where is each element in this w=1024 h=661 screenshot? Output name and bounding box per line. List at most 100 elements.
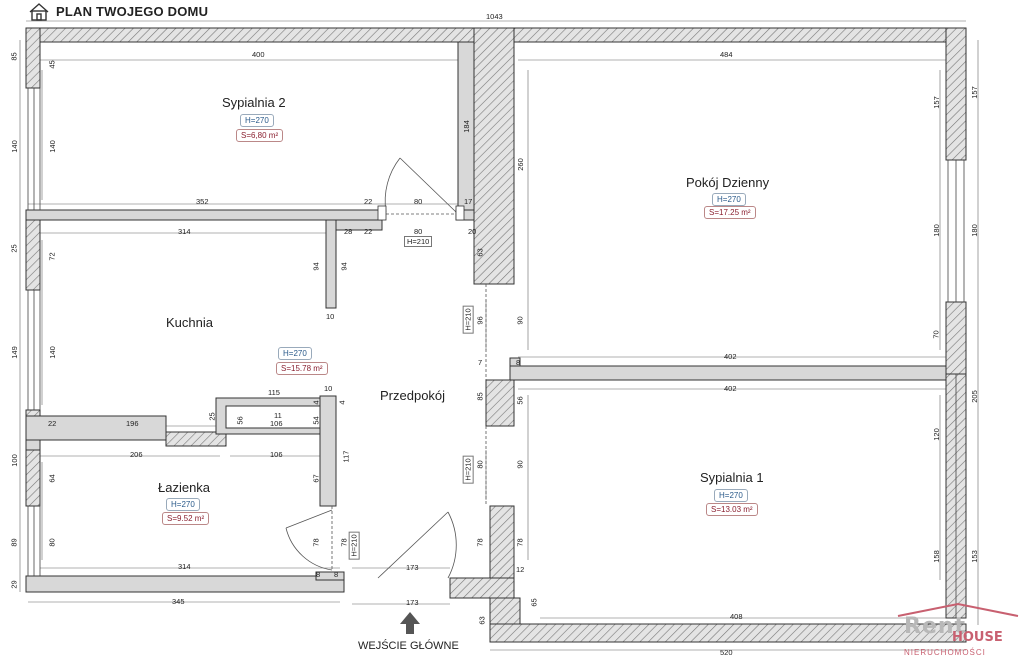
dim-17: 17 bbox=[464, 197, 473, 206]
room-sypialnia-1: Sypialnia 1 bbox=[700, 470, 764, 485]
dim-l140b: 140 bbox=[47, 140, 57, 153]
dim-l29: 29 bbox=[9, 580, 19, 589]
room-pokoj-dzienny: Pokój Dzienny bbox=[686, 175, 770, 190]
dim-w78b: 78 bbox=[339, 538, 349, 547]
dim-c78a: 78 bbox=[475, 538, 485, 547]
dim-l196: 196 bbox=[126, 419, 139, 428]
dim-k94b: 94 bbox=[339, 262, 349, 271]
door-height-4: H=210 bbox=[348, 531, 360, 560]
dim-l80: 80 bbox=[47, 538, 57, 547]
dim-w4a: 4 bbox=[311, 400, 321, 405]
doors bbox=[285, 157, 487, 579]
room-przedpokoj: Przedpokój bbox=[380, 388, 446, 403]
dim-28: 28 bbox=[344, 227, 353, 236]
dim-22a: 22 bbox=[364, 197, 373, 206]
logo-main-text: Rent bbox=[904, 614, 967, 639]
dim-w117: 117 bbox=[341, 450, 351, 463]
dim-lz-11: 11 bbox=[274, 411, 282, 420]
room-lazienka: Łazienka bbox=[158, 480, 211, 495]
dim-l22: 22 bbox=[48, 419, 57, 428]
dim-k10: 10 bbox=[326, 312, 335, 321]
dim-20: 20 bbox=[468, 227, 477, 236]
dim-l85: 85 bbox=[9, 52, 19, 61]
dim-l25: 25 bbox=[9, 244, 19, 253]
room-sypialnia-1-height: H=270 bbox=[714, 489, 748, 502]
dim-r153: 153 bbox=[969, 550, 979, 563]
room-kuchnia-area: S=15.78 m² bbox=[276, 362, 328, 375]
dim-r157b: 157 bbox=[969, 86, 979, 99]
dim-c78b: 78 bbox=[515, 538, 525, 547]
dim-c96: 96 bbox=[475, 316, 485, 325]
door-height-2: H=210 bbox=[462, 305, 474, 334]
room-pokoj-area: S=17.25 m² bbox=[704, 206, 756, 219]
company-logo: Rent HOUSE NIERUCHOMOŚCI bbox=[896, 606, 1020, 660]
dim-s2-width: 400 bbox=[252, 50, 265, 59]
room-kuchnia-height: H=270 bbox=[278, 347, 312, 360]
dim-w54: 54 bbox=[311, 416, 321, 425]
room-kuchnia: Kuchnia bbox=[166, 315, 213, 330]
room-sypialnia-2-height: H=270 bbox=[240, 114, 274, 127]
dim-c90a: 90 bbox=[515, 316, 525, 325]
door-height-3: H=210 bbox=[462, 455, 474, 484]
dim-c8: 8 bbox=[516, 358, 521, 367]
dim-s1-402: 402 bbox=[724, 384, 737, 393]
dim-c63: 63 bbox=[475, 248, 485, 257]
door-height-1: H=210 bbox=[404, 236, 433, 247]
dim-w78a: 78 bbox=[311, 538, 321, 547]
dim-r70: 70 bbox=[931, 330, 941, 339]
room-lazienka-area: S=9.52 m² bbox=[162, 512, 210, 525]
dim-c56: 56 bbox=[515, 396, 525, 405]
dim-l140a: 140 bbox=[9, 140, 19, 153]
dim-w25: 25 bbox=[207, 412, 217, 421]
dim-l314: 314 bbox=[178, 562, 191, 571]
dim-w67: 67 bbox=[311, 474, 321, 483]
dim-r158: 158 bbox=[931, 550, 941, 563]
dim-w106b: 106 bbox=[270, 450, 283, 459]
room-sypialnia-2-area: S=6,80 m² bbox=[236, 129, 284, 142]
dim-l345: 345 bbox=[172, 597, 185, 606]
dim-c65: 65 bbox=[529, 598, 539, 607]
entrance-label: WEJŚCIE GŁÓWNE bbox=[358, 640, 459, 652]
dim-w4b: 4 bbox=[337, 400, 347, 405]
dim-l45: 45 bbox=[47, 60, 57, 69]
dim-pd-width: 484 bbox=[720, 50, 733, 59]
dim-k-top: 314 bbox=[178, 227, 191, 236]
dim-b520: 520 bbox=[720, 648, 733, 657]
dim-s2-184: 184 bbox=[461, 120, 471, 133]
dim-c260: 260 bbox=[515, 158, 525, 171]
dim-s1-408: 408 bbox=[730, 612, 743, 621]
dim-80a: 80 bbox=[414, 197, 423, 206]
dim-w115: 115 bbox=[268, 388, 280, 397]
dim-r120: 120 bbox=[931, 428, 941, 441]
page-title-text: PLAN TWOJEGO DOMU bbox=[56, 4, 209, 19]
logo-house-text: HOUSE bbox=[952, 630, 1003, 645]
dim-r157a: 157 bbox=[931, 96, 941, 109]
dim-s2-bottom: 352 bbox=[196, 197, 209, 206]
room-pokoj-height: H=270 bbox=[712, 193, 746, 206]
logo-sub-text: NIERUCHOMOŚCI bbox=[904, 648, 986, 657]
house-icon bbox=[29, 3, 49, 21]
dim-l100: 100 bbox=[9, 454, 19, 467]
logo-roof-icon bbox=[897, 602, 1019, 617]
dim-c63b: 63 bbox=[477, 616, 487, 625]
dim-l72: 72 bbox=[47, 252, 57, 261]
dim-e173a: 173 bbox=[406, 563, 419, 572]
room-sypialnia-1-area: S=13.03 m² bbox=[706, 503, 758, 516]
dim-c90b: 90 bbox=[515, 460, 525, 469]
dim-r205: 205 bbox=[969, 390, 979, 403]
dim-c85: 85 bbox=[475, 392, 485, 401]
dim-w8b: 8 bbox=[334, 570, 339, 579]
walls bbox=[25, 27, 967, 643]
dim-top-total: 1043 bbox=[486, 12, 503, 21]
dim-c80: 80 bbox=[475, 460, 485, 469]
dim-r180a: 180 bbox=[931, 224, 941, 237]
entrance-arrow-icon bbox=[400, 612, 420, 634]
dim-l206: 206 bbox=[130, 450, 143, 459]
room-sypialnia-2: Sypialnia 2 bbox=[222, 95, 286, 110]
dim-w56: 56 bbox=[235, 416, 245, 425]
dim-e173b: 173 bbox=[406, 598, 419, 607]
dim-w10: 10 bbox=[324, 384, 333, 393]
dim-c12: 12 bbox=[516, 565, 525, 574]
dimension-lines bbox=[19, 20, 979, 651]
